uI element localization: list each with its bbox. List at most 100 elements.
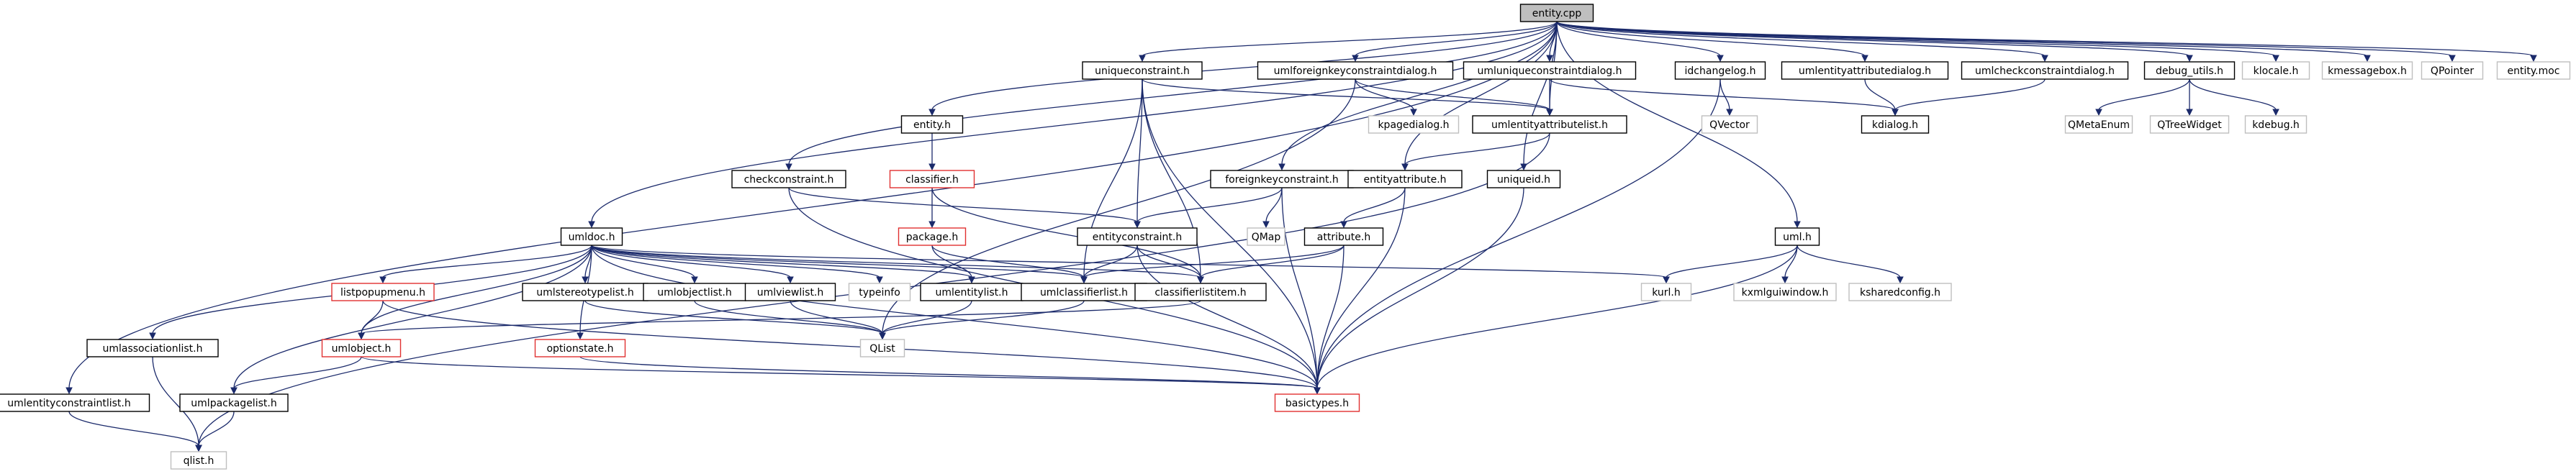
node-package-h[interactable]: package.h	[898, 227, 967, 246]
node-QVector[interactable]: QVector	[1701, 115, 1758, 134]
node-QPointer[interactable]: QPointer	[2421, 61, 2484, 80]
node-kmessagebox-h[interactable]: kmessagebox.h	[2321, 61, 2413, 80]
node-label: typeinfo	[859, 287, 900, 298]
edge-uniqueconstraint_h-to-umlentityattributelist_h	[1142, 78, 1553, 117]
node-label: umlassociationlist.h	[102, 343, 202, 355]
node-kdebug-h[interactable]: kdebug.h	[2244, 115, 2308, 134]
node-attribute-h[interactable]: attribute.h	[1303, 227, 1384, 246]
node-box	[560, 227, 623, 246]
node-umlassociationlist-h[interactable]: umlassociationlist.h	[86, 339, 219, 357]
node-listpopupmenu-h[interactable]: listpopupmenu.h	[331, 283, 435, 301]
edge-entity_cpp-to-umlcheckconstraintdialog_h	[1556, 21, 2048, 63]
edge-entity_cpp-to-uml_h	[1556, 21, 1801, 229]
node-debug-utils-h[interactable]: debug_utils.h	[2143, 61, 2236, 80]
node-ksharedconfig-h[interactable]: ksharedconfig.h	[1848, 283, 1952, 301]
node-umlviewlist-h[interactable]: umlviewlist.h	[744, 283, 836, 301]
node-kdialog-h[interactable]: kdialog.h	[1861, 115, 1930, 134]
node-umlentityattributelist-h[interactable]: umlentityattributelist.h	[1472, 115, 1627, 134]
arrowhead	[1080, 276, 1088, 284]
node-box	[1701, 115, 1758, 134]
node-umldoc-h[interactable]: umldoc.h	[560, 227, 623, 246]
node-umlentityconstraintlist-h[interactable]: umlentityconstraintlist.h	[0, 393, 150, 412]
edge-foreignkeyconstraint_h-to-entityconstraint_h	[1134, 187, 1283, 229]
node-QTreeWidget[interactable]: QTreeWidget	[2149, 115, 2230, 134]
node-umluniqueconstraintdialog-h[interactable]: umluniqueconstraintdialog.h	[1463, 61, 1637, 80]
node-optionstate-h[interactable]: optionstate.h	[534, 339, 626, 357]
edge-umldoc_h-to-umlclassifierlist_h	[591, 245, 1088, 284]
edge-entity_cpp-to-klocale_h	[1556, 21, 2279, 63]
node-umlforeignkeyconstraintdialog-h[interactable]: umlforeignkeyconstraintdialog.h	[1257, 61, 1454, 80]
node-idchangelog-h[interactable]: idchangelog.h	[1674, 61, 1766, 80]
arrowhead	[577, 332, 584, 340]
edge-umlforeignkeyconstraintdialog_h-to-kpagedialog_h	[1355, 78, 1417, 117]
node-uniqueid-h[interactable]: uniqueid.h	[1486, 170, 1561, 188]
node-label: QList	[869, 343, 895, 355]
arrowhead	[2186, 55, 2193, 63]
node-label: umlobjectlist.h	[657, 287, 731, 298]
arrowhead	[928, 109, 936, 117]
node-kpagedialog-h[interactable]: kpagedialog.h	[1368, 115, 1460, 134]
node-classifierlistitem-h[interactable]: classifierlistitem.h	[1134, 283, 1267, 301]
node-umlpackagelist-h[interactable]: umlpackagelist.h	[179, 393, 289, 412]
arrowhead	[2364, 55, 2371, 63]
node-entityattribute-h[interactable]: entityattribute.h	[1347, 170, 1463, 188]
edge-umlobject_h-to-basictypes_h	[361, 356, 1321, 395]
edge-entity_cpp-to-checkconstraint_h	[785, 21, 1558, 171]
node-label: listpopupmenu.h	[340, 287, 425, 298]
node-box	[643, 283, 746, 301]
edge-foreignkeyconstraint_h-to-QMap	[1262, 187, 1283, 229]
node-umlentityattributedialog-h[interactable]: umlentityattributedialog.h	[1781, 61, 1949, 80]
node-label: QMap	[1252, 232, 1281, 243]
edge-debug_utils_h-to-kdebug_h	[2189, 78, 2279, 117]
arrowhead	[2530, 55, 2537, 63]
node-box	[1303, 227, 1384, 246]
node-umlentitylist-h[interactable]: umlentitylist.h	[920, 283, 1023, 301]
node-foreignkeyconstraint-h[interactable]: foreignkeyconstraint.h	[1210, 170, 1354, 188]
node-uml-h[interactable]: uml.h	[1774, 227, 1820, 246]
node-umlcheckconstraintdialog-h[interactable]: umlcheckconstraintdialog.h	[1961, 61, 2129, 80]
arrowhead	[1546, 55, 1553, 63]
edge-uniqueconstraint_h-to-umlclassifierlist_h	[1080, 78, 1143, 284]
node-umlobjectlist-h[interactable]: umlobjectlist.h	[643, 283, 746, 301]
node-label: entity.cpp	[1532, 8, 1582, 19]
node-typeinfo[interactable]: typeinfo	[848, 283, 911, 301]
node-qlist-h[interactable]: qlist.h	[170, 451, 227, 470]
node-basictypes-h[interactable]: basictypes.h	[1274, 393, 1360, 412]
node-umlclassifierlist-h[interactable]: umlclassifierlist.h	[1021, 283, 1147, 301]
node-entity-h[interactable]: entity.h	[900, 115, 964, 134]
node-uniqueconstraint-h[interactable]: uniqueconstraint.h	[1082, 61, 1203, 80]
edge-debug_utils_h-to-QTreeWidget	[2186, 79, 2193, 117]
node-classifier-h[interactable]: classifier.h	[889, 170, 975, 188]
edge-umlpackagelist_h-to-qlist_h	[195, 411, 235, 452]
node-box	[86, 339, 219, 357]
node-label: umluniqueconstraintdialog.h	[1478, 65, 1622, 77]
node-label: umlpackagelist.h	[191, 398, 276, 409]
node-kurl-h[interactable]: kurl.h	[1640, 283, 1692, 301]
node-entityconstraint-h[interactable]: entityconstraint.h	[1077, 227, 1198, 246]
arrowhead	[691, 276, 698, 284]
arrowhead	[928, 221, 936, 229]
node-kxmlguiwindow-h[interactable]: kxmlguiwindow.h	[1733, 283, 1837, 301]
arrowhead	[379, 276, 387, 284]
node-QMetaEnum[interactable]: QMetaEnum	[2064, 115, 2133, 134]
node-box	[331, 283, 435, 301]
node-box	[1774, 227, 1820, 246]
node-box	[170, 451, 227, 470]
edge-entity_cpp-to-umlentityconstraintlist_h	[65, 21, 1558, 395]
node-box	[1347, 170, 1463, 188]
node-entity-moc[interactable]: entity.moc	[2496, 61, 2571, 80]
node-QMap[interactable]: QMap	[1247, 227, 1285, 246]
node-box	[522, 283, 648, 301]
node-label: QTreeWidget	[2157, 119, 2222, 131]
node-label: classifier.h	[905, 174, 959, 186]
node-klocale-h[interactable]: klocale.h	[2241, 61, 2310, 80]
node-box	[2064, 115, 2133, 134]
node-box	[1134, 283, 1267, 301]
node-QList[interactable]: QList	[859, 339, 905, 357]
node-umlobject-h[interactable]: umlobject.h	[321, 339, 402, 357]
edge-entityconstraint_h-to-umlclassifierlist_h	[1080, 245, 1138, 284]
node-entity-cpp[interactable]: entity.cpp	[1519, 4, 1594, 22]
node-checkconstraint-h[interactable]: checkconstraint.h	[731, 170, 846, 188]
edge-umldoc_h-to-kurl_h	[591, 245, 1670, 284]
node-umlstereotypelist-h[interactable]: umlstereotypelist.h	[522, 283, 648, 301]
